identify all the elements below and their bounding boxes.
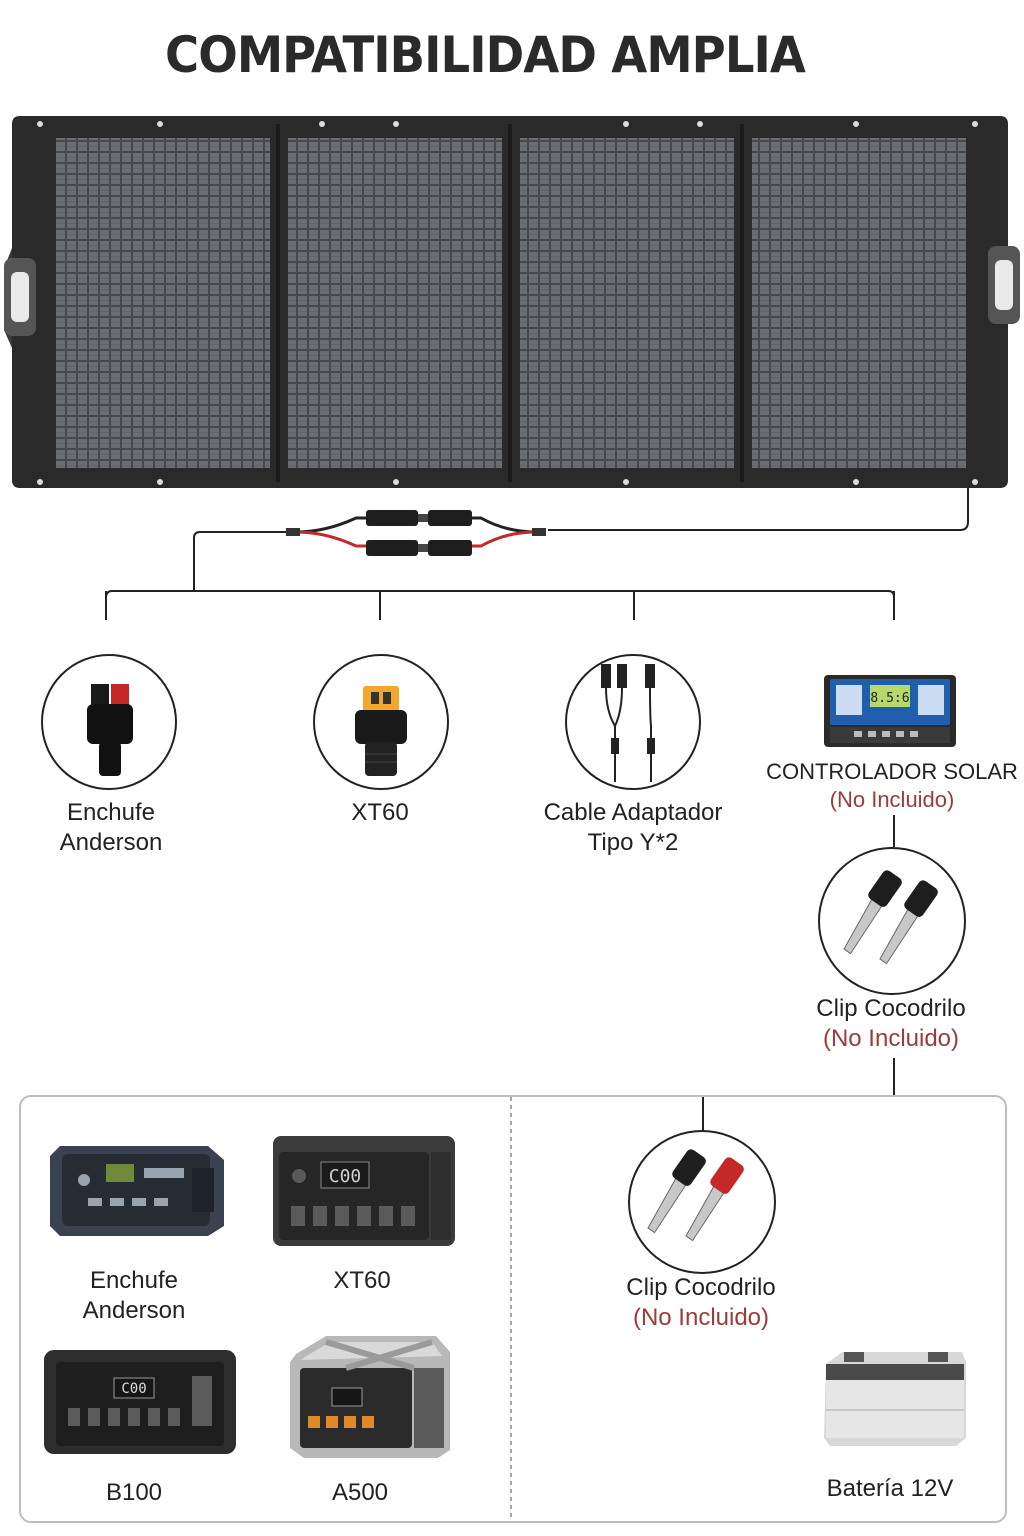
alligator-clip-icon	[843, 870, 938, 965]
solar-controller-label: CONTROLADOR SOLAR (No Incluido)	[760, 758, 1024, 814]
device-anderson-image	[50, 1146, 224, 1236]
cable-tree-lines	[105, 488, 969, 620]
device-xt60-screen-text: C00	[329, 1166, 362, 1187]
clip-lower-label: Clip Cocodrilo (No Incluido)	[586, 1273, 816, 1333]
device-xt60-image: C00	[273, 1136, 455, 1246]
anderson-connector-circle	[41, 654, 177, 790]
device-b100-image: C00	[44, 1350, 236, 1454]
y-cable-label-line1: Cable Adaptador	[543, 799, 723, 826]
alligator-clip-circle-upper	[818, 847, 966, 995]
controller-to-clip-line	[893, 815, 895, 847]
y-branch-connector-image	[286, 510, 546, 556]
compatible-devices-box	[19, 1095, 1007, 1523]
device-xt60-label: XT60	[333, 1267, 391, 1294]
alligator-clip-red-black-icon	[647, 1149, 744, 1242]
device-a500-label: A500	[331, 1479, 389, 1506]
controller-label-text: CONTROLADOR SOLAR	[766, 759, 1018, 784]
device-anderson-line1: Enchufe	[89, 1267, 179, 1294]
clip-upper-label: Clip Cocodrilo (No Incluido)	[776, 994, 1006, 1054]
controller-lcd-text: 8.5:6	[870, 691, 909, 706]
y-cable-icon	[601, 664, 655, 782]
solar-controller-image: 8.5:6	[824, 675, 956, 747]
device-b100-screen-text: C00	[121, 1381, 146, 1397]
page-title: COMPATIBILIDAD AMPLIA	[165, 26, 806, 84]
solar-panel-image	[4, 116, 1020, 488]
battery-12v-image	[824, 1352, 966, 1446]
clip-to-box-line	[893, 1058, 895, 1096]
anderson-label-line1: Enchufe	[66, 799, 156, 826]
y-cable-label: Cable Adaptador Tipo Y*2	[520, 798, 746, 858]
device-anderson-line2: Anderson	[82, 1297, 186, 1324]
xt60-connector-circle	[313, 654, 449, 790]
clip-upper-not-included-note: (No Incluido)	[822, 1025, 960, 1052]
anderson-plug-icon	[87, 684, 133, 776]
anderson-label-line2: Anderson	[59, 829, 163, 856]
box-to-clip-line	[702, 1097, 704, 1133]
y-cable-label-line2: Tipo Y*2	[587, 829, 679, 856]
clip-lower-label-text: Clip Cocodrilo	[626, 1274, 776, 1301]
box-divider-dashed	[510, 1097, 512, 1517]
controller-not-included-note: (No Incluido)	[829, 787, 955, 812]
battery-12v-label: Batería 12V	[826, 1475, 954, 1502]
xt60-plug-icon	[355, 686, 407, 776]
xt60-connector-label: XT60	[351, 799, 409, 826]
device-anderson-label: Enchufe Anderson	[34, 1266, 234, 1326]
device-b100-label: B100	[105, 1479, 163, 1506]
clip-upper-label-text: Clip Cocodrilo	[816, 995, 966, 1022]
y-cable-circle	[565, 654, 701, 790]
anderson-connector-label: Enchufe Anderson	[6, 798, 216, 858]
clip-lower-not-included-note: (No Incluido)	[632, 1304, 770, 1331]
alligator-clip-circle-lower	[628, 1130, 776, 1274]
device-a500-image	[290, 1336, 450, 1458]
